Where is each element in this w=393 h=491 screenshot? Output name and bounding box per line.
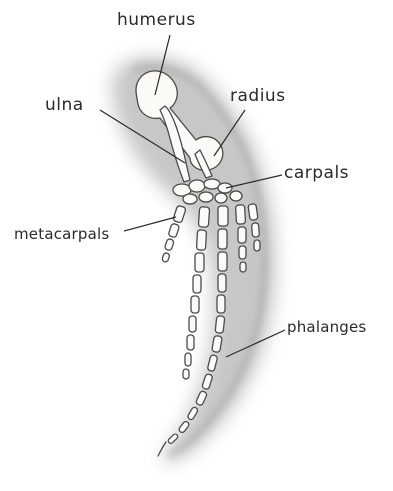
carpal-bone (189, 180, 205, 192)
label-phalanges: phalanges (287, 320, 366, 335)
leader-line-metacarpals (124, 217, 176, 231)
wing-shading (112, 56, 276, 462)
digit-2 (183, 207, 210, 379)
label-carpals: carpals (284, 165, 349, 182)
carpal-bone (199, 192, 213, 202)
label-radius: radius (230, 88, 286, 105)
carpal-bone (183, 194, 197, 204)
carpal-bone (230, 191, 242, 201)
digit-1 (162, 205, 187, 263)
carpal-bone (218, 183, 232, 193)
label-ulna: ulna (45, 97, 84, 114)
label-metacarpals: metacarpals (14, 227, 109, 242)
label-humerus: humerus (117, 12, 196, 29)
carpal-bone (215, 193, 227, 203)
